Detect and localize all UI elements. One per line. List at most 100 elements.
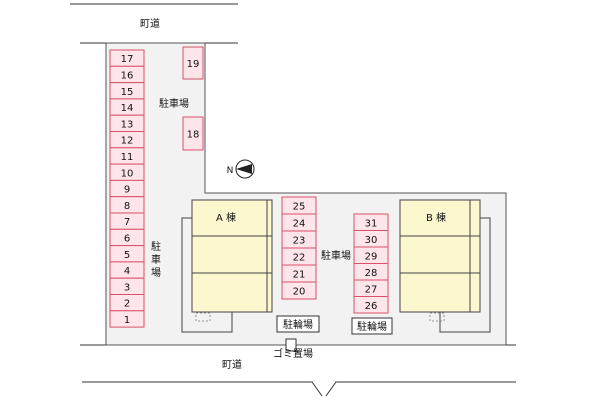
parking-stall: 14 <box>109 98 145 116</box>
parking-stall: 31 <box>353 213 389 231</box>
parking-stall-number: 2 <box>124 299 130 310</box>
parking-stall: 5 <box>109 245 145 263</box>
parking-stall-number: 4 <box>124 266 130 277</box>
parking-stall-number: 16 <box>121 70 134 81</box>
building-a-entrance <box>181 217 233 333</box>
parking-stall-number: 26 <box>365 301 378 312</box>
parking-stall: 20 <box>281 281 317 300</box>
garbage-label: ゴミ置場 <box>273 347 313 360</box>
bike-parking-left-label: 駐輪場 <box>283 318 313 331</box>
building-b-entrance <box>439 217 491 333</box>
parking-label-upper: 駐車場 <box>159 97 189 110</box>
parking-stall: 26 <box>353 296 389 314</box>
parking-stall-number: 25 <box>293 202 306 213</box>
parking-stall-number: 31 <box>365 218 378 229</box>
building-b-meter <box>429 312 445 322</box>
parking-stall: 7 <box>109 212 145 230</box>
parking-stall-number: 24 <box>293 219 306 230</box>
parking-label-middle: 駐車場 <box>321 249 351 262</box>
garbage-box <box>285 338 297 352</box>
parking-stall: 21 <box>281 264 317 283</box>
parking-stall-box <box>109 310 145 328</box>
svg-text:場: 場 <box>151 266 161 279</box>
building-a-body <box>191 199 273 313</box>
parking-stall: 25 <box>281 196 317 215</box>
building-b-label: B 棟 <box>426 211 446 224</box>
svg-text:車: 車 <box>151 253 161 266</box>
parking-stall: 17 <box>109 49 145 67</box>
bike-parking-left-box <box>276 315 320 333</box>
parking-stall-box <box>182 46 204 80</box>
stall-column-center: 25 24 23 22 21 20 <box>281 196 317 300</box>
parking-stall: 4 <box>109 261 145 279</box>
parking-stall: 30 <box>353 230 389 248</box>
bottom-road-label: 町道 <box>222 358 242 371</box>
parking-stall-number: 21 <box>293 270 306 281</box>
parking-stall-number: 5 <box>124 250 130 261</box>
parking-stall: 15 <box>109 82 145 100</box>
north-letter: N <box>227 166 234 176</box>
parking-stall: 22 <box>281 247 317 266</box>
building-a-meter <box>195 312 211 322</box>
parking-stall-number: 15 <box>121 87 134 98</box>
parking-stall: 19 <box>182 46 204 80</box>
building-a: A 棟 <box>181 199 273 333</box>
parking-stall: 16 <box>109 65 145 84</box>
parking-stall-number: 22 <box>293 253 306 264</box>
parking-stall-number: 20 <box>293 287 306 298</box>
parking-stall: 6 <box>109 228 145 247</box>
parking-stall: 12 <box>109 131 145 149</box>
parking-stall: 10 <box>109 163 145 181</box>
svg-text:駐: 駐 <box>151 240 161 253</box>
parking-stall: 13 <box>109 114 145 132</box>
parking-stall-number: 9 <box>124 185 130 196</box>
parking-stall-number: 10 <box>121 168 134 179</box>
parking-stall: 24 <box>281 213 317 232</box>
parking-stall-box <box>281 281 317 300</box>
parking-stall-box <box>182 116 204 151</box>
parking-stall: 28 <box>353 263 389 281</box>
parking-stall-number: 7 <box>124 217 130 228</box>
parking-stall-number: 13 <box>121 119 134 130</box>
top-road-label: 町道 <box>140 17 160 30</box>
parking-stall-number: 1 <box>124 315 130 326</box>
parking-stall-number: 6 <box>124 233 130 244</box>
parking-stall-number: 17 <box>121 54 134 65</box>
parking-stall-number: 30 <box>365 235 378 246</box>
parking-stall: 3 <box>109 277 145 296</box>
parking-stall-number: 14 <box>121 103 134 114</box>
parking-stall-number: 12 <box>121 136 134 147</box>
stall-column-right: 31 30 29 28 27 26 <box>353 213 389 314</box>
parking-label-left: 駐 車 場 <box>151 240 161 279</box>
parking-stall: 9 <box>109 179 145 198</box>
parking-stall: 11 <box>109 147 145 165</box>
north-compass-icon: N <box>227 159 255 179</box>
parking-stall: 23 <box>281 230 317 249</box>
parking-stall: 27 <box>353 279 389 297</box>
parking-stall: 2 <box>109 294 145 312</box>
bottom-road-edge-left <box>82 381 323 397</box>
parking-stall-number: 27 <box>365 284 378 295</box>
parking-stall-number: 19 <box>187 59 200 70</box>
bike-parking-right-box <box>351 317 393 335</box>
building-a-label: A 棟 <box>216 211 236 224</box>
parking-stall-number: 23 <box>293 236 306 247</box>
building-b-body <box>399 199 481 313</box>
parking-stall-number: 29 <box>365 251 378 262</box>
bike-parking-right-label: 駐輪場 <box>357 320 387 333</box>
parking-stall: 8 <box>109 196 145 214</box>
stall-column-left: 17 16 15 14 13 12 11 10 9 8 7 6 5 4 3 2 1 <box>109 49 145 328</box>
parking-stall: 29 <box>353 246 389 264</box>
parking-stall: 1 <box>109 310 145 328</box>
parking-stall-number: 11 <box>121 152 134 163</box>
building-b: B 棟 <box>399 199 491 333</box>
parking-stall-number: 8 <box>124 201 130 212</box>
parking-stall: 18 <box>182 116 204 151</box>
parking-stall-number: 28 <box>365 268 378 279</box>
bottom-road-edge-right <box>325 381 516 397</box>
parking-stall-number: 18 <box>187 130 200 141</box>
parking-stall-box <box>353 296 389 314</box>
parking-stall-number: 3 <box>124 282 130 293</box>
